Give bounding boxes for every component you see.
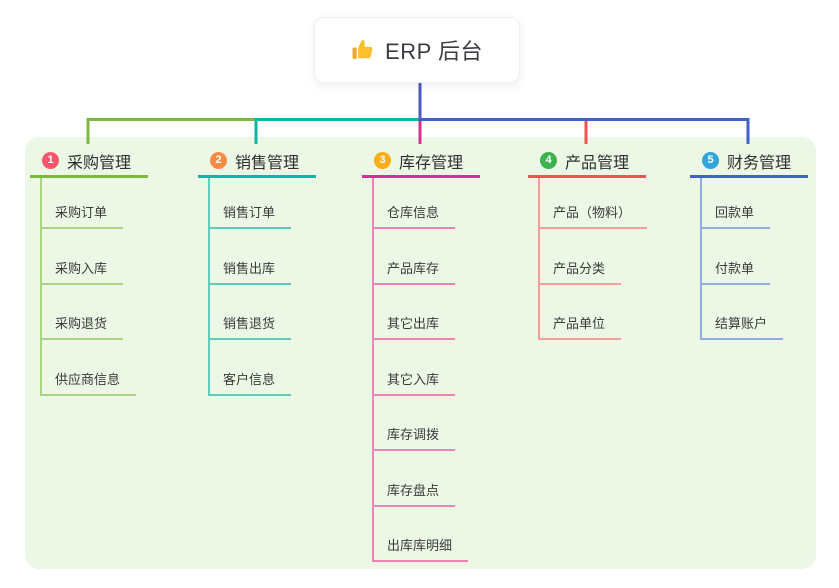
child-node[interactable]: 销售订单 [210, 178, 292, 229]
branch-index-badge: 1 [42, 152, 59, 169]
branch-children: 销售订单销售出库销售退货客户信息 [208, 178, 316, 396]
child-node[interactable]: 客户信息 [210, 340, 292, 396]
branch-label: 销售管理 [235, 154, 300, 172]
child-node[interactable]: 产品单位 [540, 285, 622, 340]
child-node[interactable]: 产品分类 [540, 229, 622, 285]
branch-label: 采购管理 [67, 154, 132, 172]
branch-header[interactable]: 3 库存管理 [362, 146, 480, 178]
branch-index-badge: 4 [540, 152, 557, 169]
branch-1: 1 采购管理采购订单采购入库采购退货供应商信息 [30, 146, 148, 396]
child-node[interactable]: 产品库存 [374, 229, 456, 285]
child-node[interactable]: 采购入库 [42, 229, 124, 285]
branches-panel [25, 137, 816, 569]
child-node[interactable]: 其它入库 [374, 340, 456, 396]
branch-index-badge: 5 [702, 152, 719, 169]
child-node[interactable]: 其它出库 [374, 285, 456, 340]
child-node[interactable]: 结算账户 [702, 285, 784, 340]
child-node[interactable]: 采购订单 [42, 178, 124, 229]
branch-index-badge: 3 [374, 152, 391, 169]
branch-3: 3 库存管理仓库信息产品库存其它出库其它入库库存调拨库存盘点出库库明细 [362, 146, 480, 562]
child-node[interactable]: 仓库信息 [374, 178, 456, 229]
child-node[interactable]: 回款单 [702, 178, 771, 229]
child-node[interactable]: 销售退货 [210, 285, 292, 340]
branch-children: 回款单付款单结算账户 [700, 178, 808, 340]
child-node[interactable]: 库存盘点 [374, 451, 456, 507]
root-node[interactable]: ERP 后台 [314, 17, 520, 83]
branch-4: 4 产品管理产品（物料）产品分类产品单位 [528, 146, 648, 340]
branch-children: 采购订单采购入库采购退货供应商信息 [40, 178, 148, 396]
branch-header[interactable]: 2 销售管理 [198, 146, 316, 178]
branch-header[interactable]: 5 财务管理 [690, 146, 808, 178]
child-node[interactable]: 付款单 [702, 229, 771, 285]
branch-label: 财务管理 [727, 154, 792, 172]
branch-children: 仓库信息产品库存其它出库其它入库库存调拨库存盘点出库库明细 [372, 178, 480, 562]
branch-5: 5 财务管理回款单付款单结算账户 [690, 146, 808, 340]
branch-label: 产品管理 [565, 154, 630, 172]
branch-children: 产品（物料）产品分类产品单位 [538, 178, 648, 340]
child-node[interactable]: 供应商信息 [42, 340, 137, 396]
branch-label: 库存管理 [399, 154, 464, 172]
thumbs-up-icon [351, 38, 375, 62]
child-node[interactable]: 出库库明细 [374, 507, 469, 562]
root-node-label: ERP 后台 [385, 39, 483, 64]
branch-header[interactable]: 1 采购管理 [30, 146, 148, 178]
child-node[interactable]: 产品（物料） [540, 178, 648, 229]
branch-2: 2 销售管理销售订单销售出库销售退货客户信息 [198, 146, 316, 396]
child-node[interactable]: 库存调拨 [374, 396, 456, 451]
child-node[interactable]: 采购退货 [42, 285, 124, 340]
child-node[interactable]: 销售出库 [210, 229, 292, 285]
branch-header[interactable]: 4 产品管理 [528, 146, 646, 178]
branch-index-badge: 2 [210, 152, 227, 169]
